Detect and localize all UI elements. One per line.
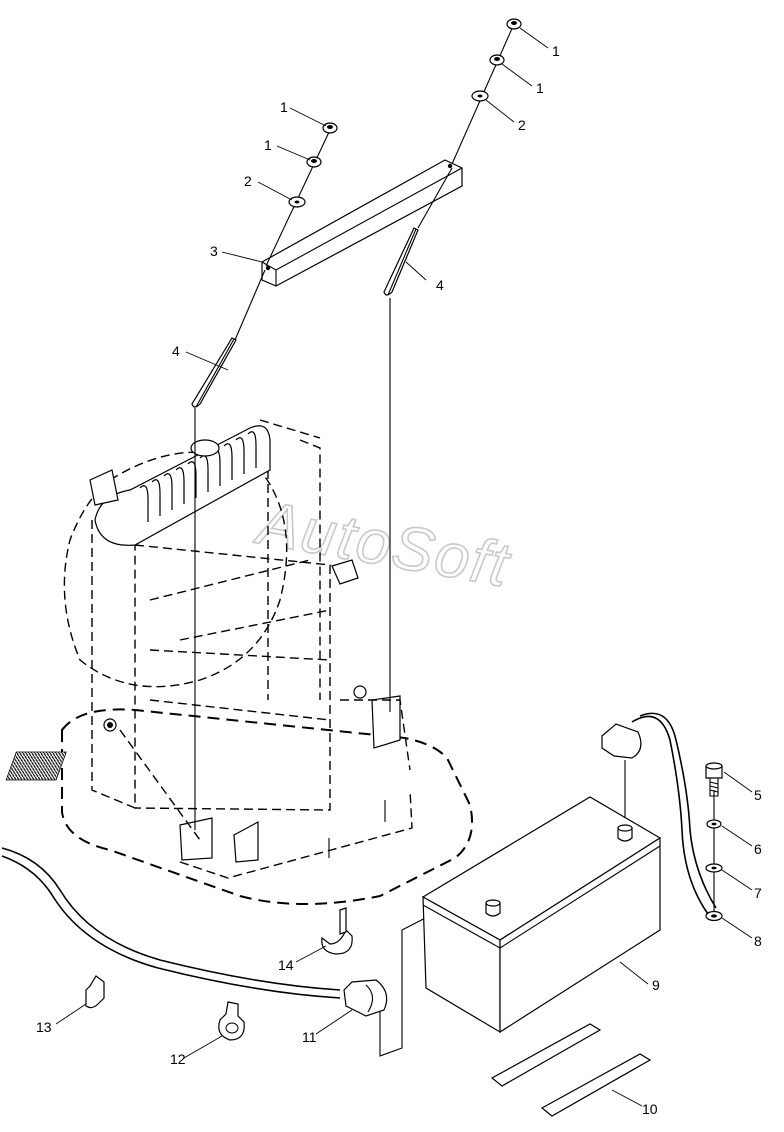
callout-2b: 2	[518, 117, 526, 133]
callout-6: 6	[754, 841, 762, 857]
bolt-stack	[705, 762, 723, 922]
callout-11: 11	[302, 1029, 317, 1045]
callout-4a: 4	[172, 343, 180, 359]
callout-4b: 4	[436, 277, 444, 293]
tie-rods	[191, 227, 419, 408]
fasteners-top	[288, 18, 522, 208]
callouts: 1 1 2 1 1 2 3 4 4 5 6 7 8 9 10 11 12 13 …	[36, 43, 762, 1117]
callout-8: 8	[754, 933, 762, 949]
callout-13: 13	[36, 1019, 52, 1035]
nut-icon	[306, 18, 522, 168]
top-bracket	[261, 159, 463, 287]
callout-12: 12	[170, 1051, 186, 1067]
callout-7: 7	[754, 885, 762, 901]
callout-2a: 2	[244, 173, 252, 189]
clamps	[85, 907, 353, 1041]
callout-1d: 1	[536, 80, 544, 96]
radiator-assembly	[63, 419, 411, 863]
battery	[421, 796, 662, 1034]
callout-10: 10	[642, 1101, 658, 1117]
washer-icon	[288, 90, 489, 208]
callout-9: 9	[652, 977, 660, 993]
callout-3: 3	[210, 243, 218, 259]
callout-1c: 1	[552, 43, 560, 59]
callout-1a: 1	[280, 99, 288, 115]
ground-cable	[1, 847, 388, 1017]
callout-5: 5	[754, 787, 762, 803]
battery-pads	[490, 1023, 652, 1117]
callout-14: 14	[278, 957, 294, 973]
callout-1b: 1	[264, 137, 272, 153]
positive-cable	[601, 712, 717, 915]
base-plate	[5, 708, 474, 905]
leader-lines	[55, 27, 753, 1107]
watermark-text: AutoSoft	[249, 488, 516, 601]
